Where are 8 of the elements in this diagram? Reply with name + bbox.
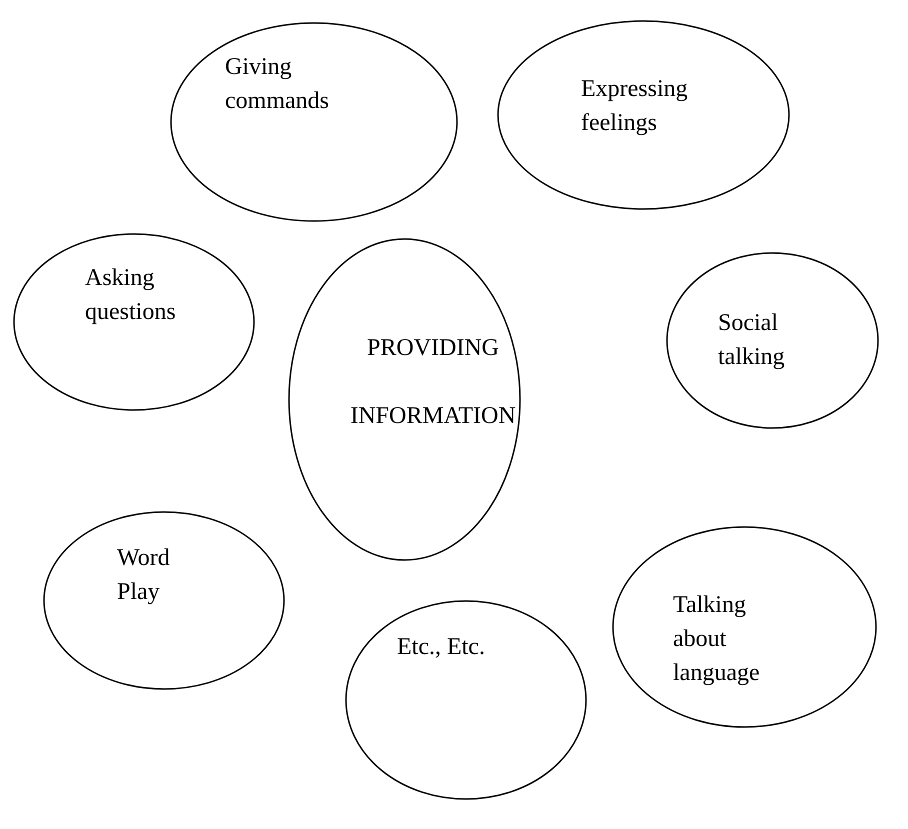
node-text: Expressing feelings bbox=[581, 75, 689, 138]
node-text: Asking questions bbox=[85, 264, 177, 327]
node-text: Talking about language bbox=[673, 591, 761, 688]
node-text: Social talking bbox=[718, 309, 786, 372]
node-text: Word Play bbox=[117, 544, 171, 607]
node-text: Etc., Etc. bbox=[397, 633, 486, 662]
node-text: Giving commands bbox=[225, 53, 330, 116]
node-text: PROVIDING INFORMATION bbox=[349, 334, 517, 431]
